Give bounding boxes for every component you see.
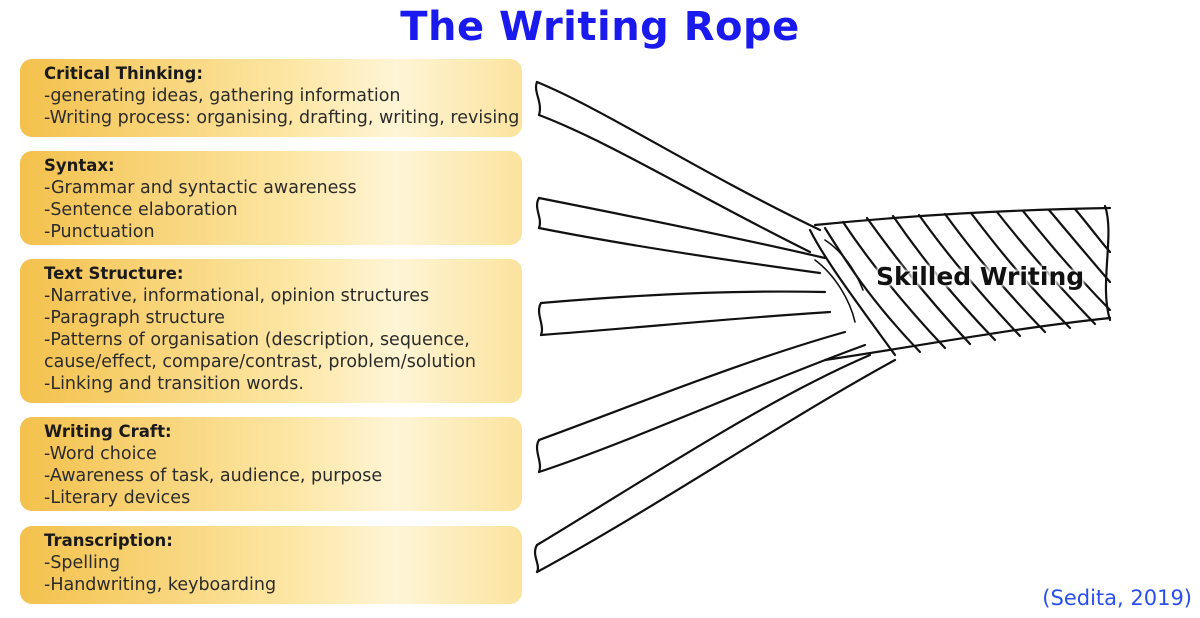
strand-item: -Punctuation	[44, 222, 155, 242]
citation: (Sedita, 2019)	[1042, 586, 1192, 610]
rope-strand-2	[537, 196, 827, 275]
strand-item: -Word choice	[44, 444, 157, 464]
strand-item: -Spelling	[44, 553, 121, 573]
strand-item: -Narrative, informational, opinion struc…	[44, 286, 430, 306]
rope-body-outline	[813, 206, 1112, 362]
strand-heading: Writing Craft:	[44, 422, 172, 441]
rope-strand-5	[535, 353, 897, 574]
strand-item: -Handwriting, keyboarding	[44, 575, 277, 595]
strand-item: -Literary devices	[44, 488, 191, 508]
strand-heading: Critical Thinking:	[44, 64, 203, 83]
diagram-title: The Writing Rope	[400, 4, 800, 50]
rope-strand-3	[539, 290, 832, 337]
strand-item: -generating ideas, gathering information	[44, 86, 401, 106]
rope-label: Skilled Writing	[876, 262, 1085, 291]
strand-item: -Patterns of organisation (description, …	[44, 330, 470, 350]
strand-box-critical-thinking: Critical Thinking: -generating ideas, ga…	[20, 59, 522, 137]
strand-heading: Syntax:	[44, 156, 115, 175]
strand-item: -Sentence elaboration	[44, 200, 238, 220]
strand-box-syntax: Syntax: -Grammar and syntactic awareness…	[20, 151, 522, 245]
strand-box-text-structure: Text Structure: -Narrative, informationa…	[20, 259, 522, 403]
strand-item: -Grammar and syntactic awareness	[44, 178, 357, 198]
rope-strand-4	[537, 330, 867, 474]
strand-heading: Transcription:	[44, 531, 173, 550]
strand-box-transcription: Transcription: -Spelling -Handwriting, k…	[20, 526, 522, 604]
strand-box-writing-craft: Writing Craft: -Word choice -Awareness o…	[20, 417, 522, 511]
strand-item: -Awareness of task, audience, purpose	[44, 466, 383, 486]
rope-illustration	[533, 80, 1112, 574]
strand-item: -Writing process: organising, drafting, …	[44, 108, 520, 128]
strand-heading: Text Structure:	[44, 264, 184, 283]
strand-item: -Paragraph structure	[44, 308, 225, 328]
strand-item: -Linking and transition words.	[44, 374, 304, 394]
rope-strand-1	[535, 80, 822, 254]
strand-item: cause/effect, compare/contrast, problem/…	[44, 352, 477, 372]
